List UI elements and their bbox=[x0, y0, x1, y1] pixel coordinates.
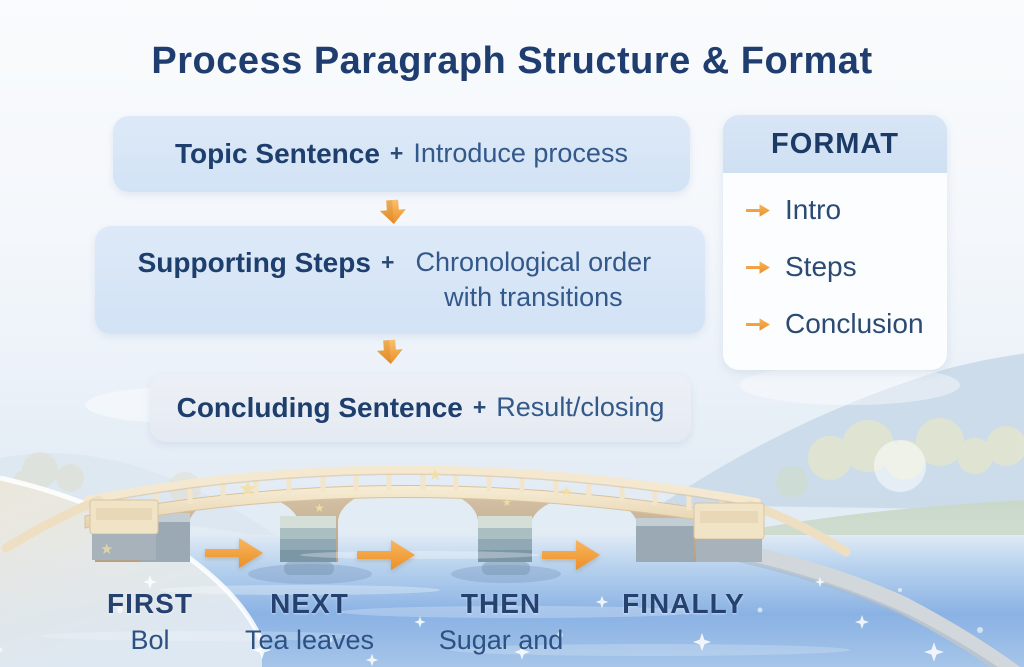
format-item-steps: Steps bbox=[745, 251, 947, 283]
bridge-river-illustration: ★ ★ ★ ★ ★ ★ bbox=[0, 353, 1024, 667]
format-panel: FORMAT Intro Steps bbox=[723, 115, 947, 370]
sequence-term-first: FIRST Bol bbox=[88, 588, 212, 656]
step-label: Topic Sentence bbox=[175, 137, 380, 169]
plus-separator: + bbox=[472, 394, 487, 421]
format-panel-title: FORMAT bbox=[723, 115, 947, 173]
sequence-word: THEN bbox=[460, 588, 542, 619]
sequence-detail: Tea leaves bbox=[244, 625, 375, 655]
sequence-term-next: NEXT Tea leaves bbox=[237, 588, 382, 656]
step-box-concluding-sentence: Concluding Sentence + Result/closing bbox=[150, 374, 691, 442]
step-description: Chronological order with transitions bbox=[415, 247, 652, 313]
plus-separator: + bbox=[389, 140, 404, 167]
svg-text:★: ★ bbox=[502, 496, 512, 509]
down-arrow-icon bbox=[377, 197, 409, 227]
format-item-label: Steps bbox=[785, 251, 857, 282]
step-box-supporting-steps: Supporting Steps + Chronological order w… bbox=[95, 226, 705, 334]
format-item-label: Intro bbox=[785, 194, 842, 225]
svg-text:★: ★ bbox=[238, 477, 258, 502]
sequence-arrow-icon bbox=[540, 536, 604, 574]
step-box-topic-sentence: Topic Sentence + Introduce process bbox=[113, 116, 690, 192]
sequence-word: FINALLY bbox=[622, 588, 745, 619]
page-title: Process Paragraph Structure & Format bbox=[151, 40, 873, 82]
format-item-label: Conclusion bbox=[785, 308, 924, 339]
format-item-intro: Intro bbox=[745, 194, 947, 226]
svg-text:★: ★ bbox=[560, 484, 573, 500]
format-item-conclusion: Conclusion bbox=[745, 308, 947, 340]
right-arrow-icon bbox=[746, 203, 770, 217]
step-label: Supporting Steps bbox=[137, 247, 371, 278]
sequence-arrow-icon bbox=[355, 536, 419, 574]
format-panel-body: Intro Steps Conclusion bbox=[723, 173, 947, 340]
sequence-term-then: THEN Sugar and bbox=[425, 588, 577, 656]
sequence-word: FIRST bbox=[107, 588, 193, 619]
sequence-detail: Bol bbox=[130, 625, 170, 655]
svg-text:★: ★ bbox=[428, 465, 442, 484]
sequence-detail bbox=[601, 625, 766, 655]
right-arrow-icon bbox=[746, 317, 770, 331]
sequence-term-finally: FINALLY bbox=[601, 588, 766, 655]
step-description: Introduce process bbox=[413, 138, 628, 169]
sequence-detail: Sugar and bbox=[438, 625, 564, 655]
sequence-arrow-icon bbox=[203, 534, 267, 572]
down-arrow-icon bbox=[374, 337, 406, 367]
sequence-word: NEXT bbox=[270, 588, 349, 619]
svg-text:★: ★ bbox=[100, 540, 113, 558]
step-label: Concluding Sentence bbox=[176, 391, 463, 423]
svg-text:★: ★ bbox=[314, 501, 325, 515]
plus-separator: + bbox=[380, 249, 395, 275]
step-description: Result/closing bbox=[496, 392, 665, 423]
right-arrow-icon bbox=[746, 260, 770, 274]
